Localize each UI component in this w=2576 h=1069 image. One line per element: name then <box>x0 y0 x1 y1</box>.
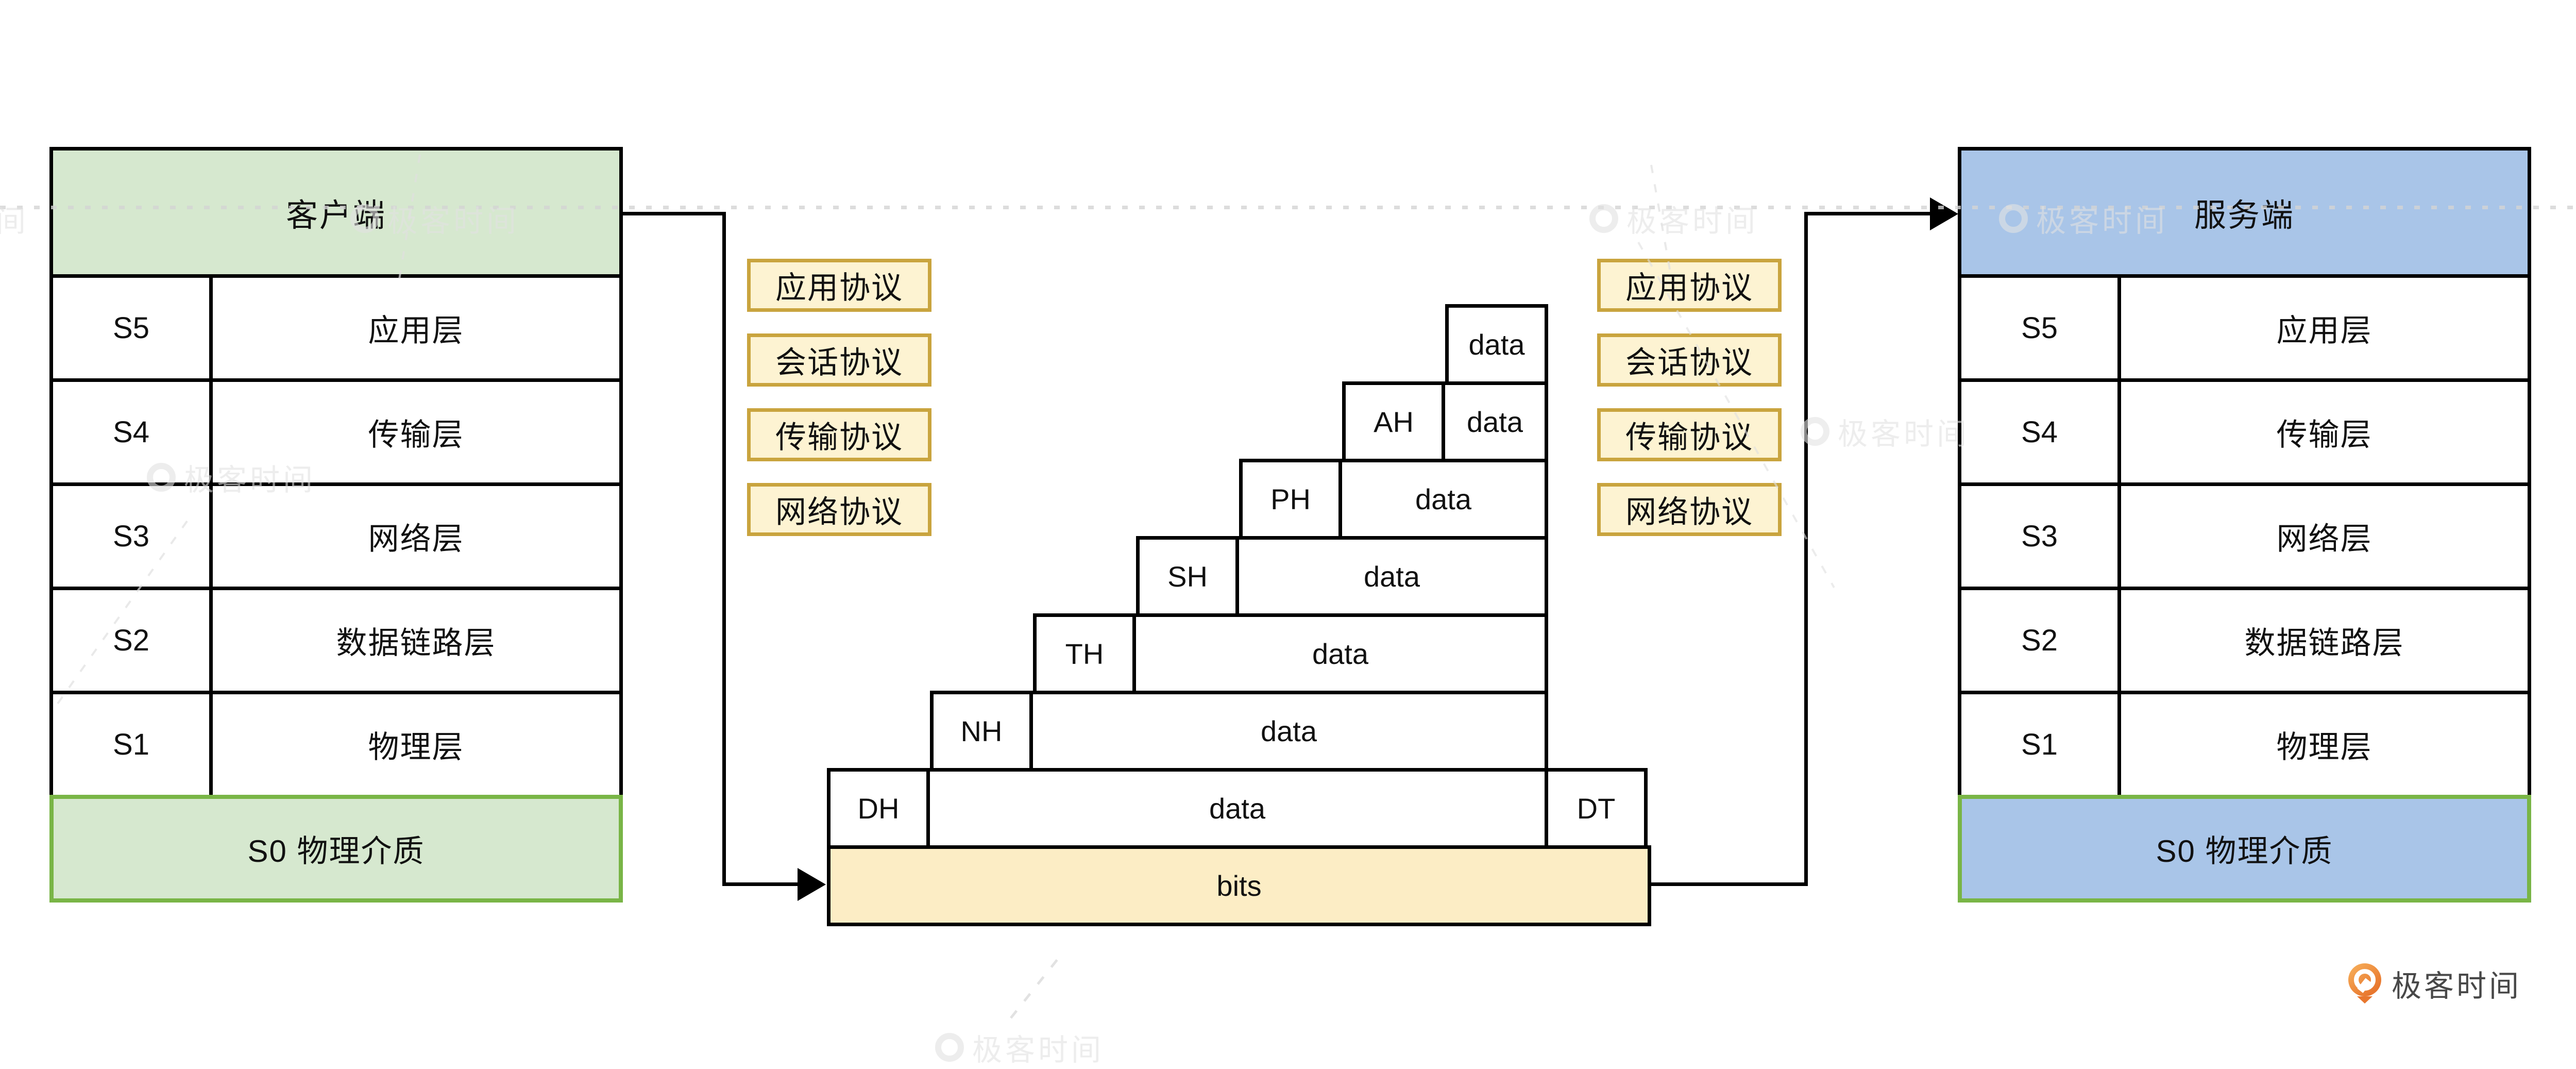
watermark-logo: 极客时间 <box>0 197 29 240</box>
connector-line <box>623 212 726 215</box>
watermark-logo-icon <box>935 1033 964 1062</box>
table-row: S4 传输层 <box>1958 378 2531 486</box>
protocol-label-network-left: 网络协议 <box>747 483 931 536</box>
protocol-label-session-right: 会话协议 <box>1597 333 1782 387</box>
layer-code: S1 <box>1961 694 2121 795</box>
stack-cell-header: AH <box>1342 381 1445 462</box>
connector-line <box>1804 212 1933 215</box>
protocol-label-application-left: 应用协议 <box>747 259 931 312</box>
layer-name: 数据链路层 <box>336 626 496 660</box>
geektime-logo-icon <box>2348 963 2381 1004</box>
server-table-header: 服务端 <box>1958 147 2531 278</box>
client-table: 客户端 S5 应用层 S4 传输层 S3 网络层 S2 数据链路层 S1 物理层… <box>49 147 623 903</box>
protocol-label-transport-left: 传输协议 <box>747 408 931 461</box>
stack-cell-header: DH <box>827 768 930 849</box>
protocol-label-session-left: 会话协议 <box>747 333 931 387</box>
layer-name: 网络层 <box>2276 522 2372 556</box>
server-physical-medium: S0 物理介质 <box>1958 795 2531 903</box>
table-row: S4 传输层 <box>49 378 623 486</box>
layer-code: S1 <box>53 694 213 795</box>
layer-name: 物理层 <box>2276 730 2372 764</box>
stack-cell-data: data <box>1132 613 1548 694</box>
layer-name: 数据链路层 <box>2244 626 2404 660</box>
layer-name: 传输层 <box>2276 417 2372 452</box>
stack-cell-header: SH <box>1136 536 1239 617</box>
layer-code: S5 <box>53 278 213 378</box>
table-row: S3 网络层 <box>49 482 623 590</box>
watermark-logo-text: 极客时间 <box>972 1033 1105 1067</box>
stack-cell-data: data <box>1235 536 1548 617</box>
osi-diagram-canvas: 客户端 S5 应用层 S4 传输层 S3 网络层 S2 数据链路层 S1 物理层… <box>0 147 2576 1067</box>
stack-cell-header: TH <box>1033 613 1136 694</box>
arrowhead-icon <box>798 868 826 901</box>
layer-name: 传输层 <box>368 417 464 452</box>
stack-cell-trailer: DT <box>1545 768 1648 849</box>
table-row: S1 物理层 <box>49 691 623 798</box>
arrowhead-icon <box>1930 197 1958 230</box>
watermark-logo-icon <box>1589 204 1618 233</box>
connector-line <box>722 882 801 886</box>
table-row: S5 应用层 <box>49 274 623 382</box>
protocol-label-transport-right: 传输协议 <box>1597 408 1782 461</box>
stack-cell-data: data <box>1442 381 1548 462</box>
protocol-label-application-right: 应用协议 <box>1597 259 1782 312</box>
stack-cell-data: data <box>1338 459 1548 540</box>
layer-name: 应用层 <box>368 313 464 348</box>
layer-code: S3 <box>53 486 213 587</box>
layer-code: S2 <box>53 590 213 691</box>
watermark-logo: 极客时间 <box>1801 410 1970 453</box>
watermark-logo-text: 极客时间 <box>1626 205 1759 238</box>
stack-row-application-data: data <box>1445 304 1548 385</box>
watermark-logo: 极客时间 <box>1589 197 1758 240</box>
client-title: 客户端 <box>285 198 386 233</box>
client-table-header: 客户端 <box>49 147 623 278</box>
table-row: S2 数据链路层 <box>49 587 623 694</box>
layer-name: 应用层 <box>2276 313 2372 348</box>
stack-row-ah: AH data <box>1342 381 1548 462</box>
stack-row-ph: PH data <box>1239 459 1548 540</box>
table-row: S1 物理层 <box>1958 691 2531 798</box>
watermark-logo: 极客时间 <box>935 1026 1104 1069</box>
connector-line <box>1804 212 1808 886</box>
connector-line <box>722 212 726 886</box>
stack-cell-data: data <box>1445 304 1548 385</box>
stack-row-sh: SH data <box>1136 536 1548 617</box>
layer-name: 物理层 <box>368 730 464 764</box>
protocol-label-network-right: 网络协议 <box>1597 483 1782 536</box>
stack-cell-header: NH <box>930 691 1033 772</box>
layer-code: S2 <box>1961 590 2121 691</box>
connector-line <box>1648 882 1808 886</box>
layer-code: S3 <box>1961 486 2121 587</box>
table-row: S2 数据链路层 <box>1958 587 2531 694</box>
stack-cell-header: PH <box>1239 459 1342 540</box>
layer-code: S4 <box>1961 382 2121 482</box>
server-title: 服务端 <box>2194 198 2295 233</box>
watermark-logo-text: 极客时间 <box>0 205 29 238</box>
geektime-logo-text: 极客时间 <box>2392 970 2522 1003</box>
geektime-logo-tail <box>2357 996 2372 1004</box>
layer-code: S4 <box>53 382 213 482</box>
layer-code: S5 <box>1961 278 2121 378</box>
bits-box: bits <box>827 845 1651 926</box>
client-physical-medium: S0 物理介质 <box>49 795 623 903</box>
stack-row-th: TH data <box>1033 613 1548 694</box>
geektime-logo: 极客时间 <box>2348 962 2521 1005</box>
stack-row-dh: DH data DT <box>827 768 1648 849</box>
stack-cell-data: data <box>1029 691 1548 772</box>
watermark-logo-text: 极客时间 <box>1838 417 1970 451</box>
table-row: S5 应用层 <box>1958 274 2531 382</box>
layer-name: 网络层 <box>368 522 464 556</box>
server-table: 服务端 S5 应用层 S4 传输层 S3 网络层 S2 数据链路层 S1 物理层… <box>1958 147 2531 903</box>
stack-row-nh: NH data <box>930 691 1548 772</box>
table-row: S3 网络层 <box>1958 482 2531 590</box>
stack-cell-data: data <box>926 768 1548 849</box>
